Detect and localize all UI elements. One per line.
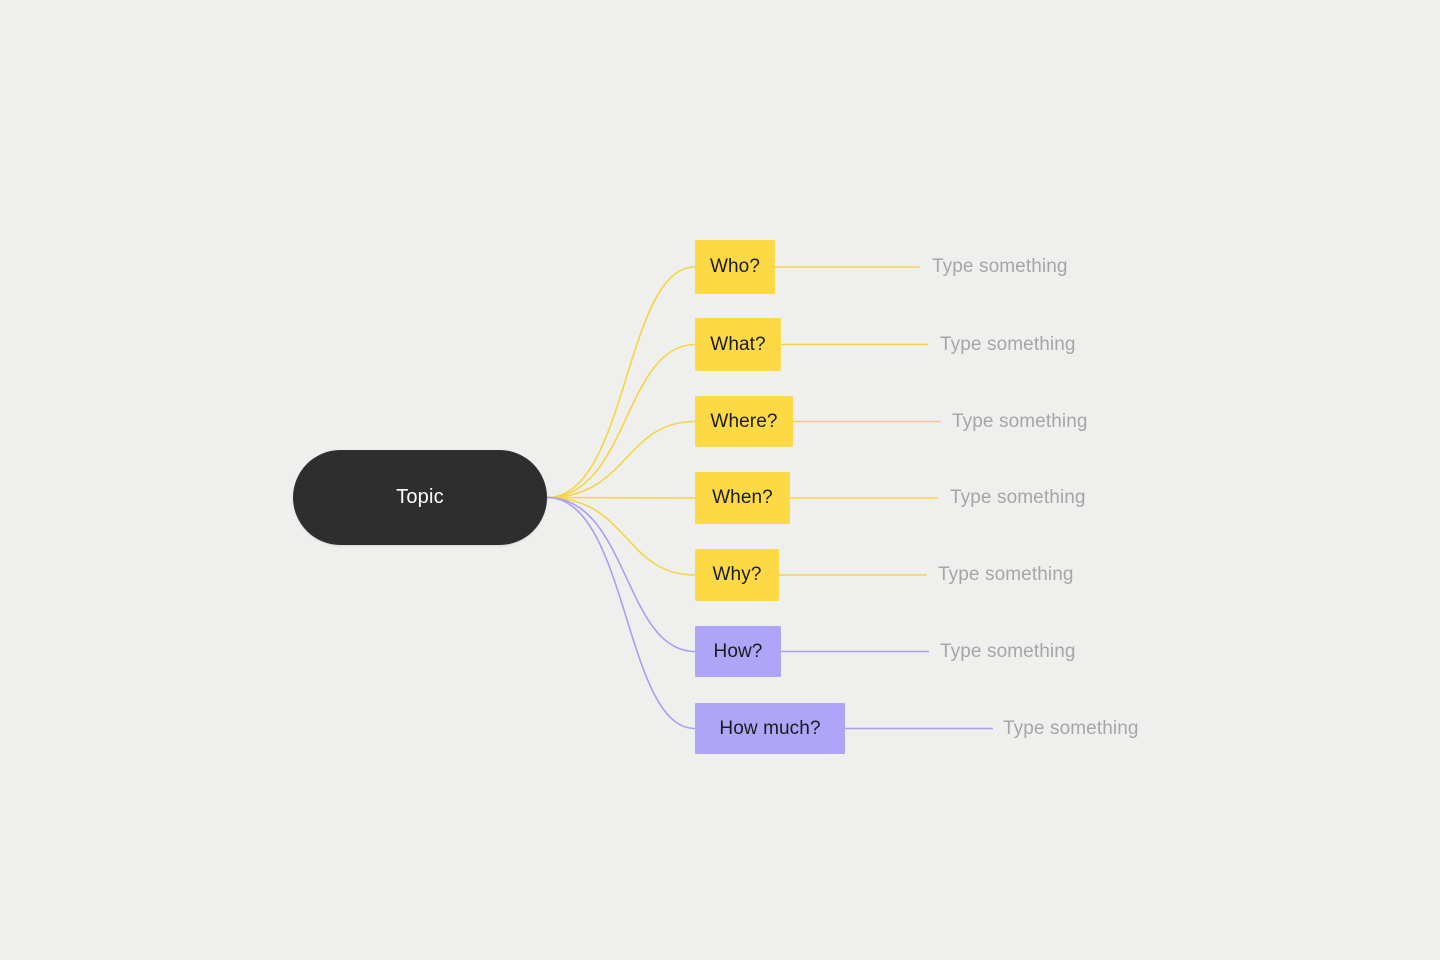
leaf-placeholder-who[interactable]: Type something (932, 256, 1068, 277)
branch-node-how[interactable]: How? (695, 626, 781, 677)
root-node-label: Topic (396, 486, 444, 508)
branch-node-where[interactable]: Where? (695, 396, 793, 447)
branch-node-label: What? (710, 333, 766, 355)
branch-node-label: Where? (710, 410, 778, 432)
branch-node-why[interactable]: Why? (695, 549, 779, 601)
leaf-placeholder-how[interactable]: Type something (940, 640, 1076, 662)
branch-node-when[interactable]: When? (695, 472, 790, 524)
edge-root-to-where (546, 420, 696, 499)
branch-node-label: Who? (709, 256, 761, 277)
branch-node-label: How? (713, 640, 763, 662)
branch-node-what[interactable]: What? (695, 318, 781, 371)
leaf-placeholder-why[interactable]: Type something (938, 564, 1074, 585)
edge-root-to-why (546, 496, 696, 576)
branch-node-label: When? (712, 487, 773, 508)
edge-root-to-who (546, 266, 696, 499)
branch-node-label: Why? (712, 564, 762, 585)
leaf-placeholder-what[interactable]: Type something (940, 333, 1076, 355)
root-node-topic[interactable]: Topic (293, 450, 547, 545)
edge-root-to-how (546, 496, 696, 653)
branch-node-how-much[interactable]: How much? (695, 703, 845, 754)
branch-node-who[interactable]: Who? (695, 240, 775, 294)
leaf-placeholder-where[interactable]: Type something (952, 410, 1088, 432)
branch-node-label: How much? (719, 717, 821, 739)
edge-root-to-what (546, 343, 696, 499)
leaf-placeholder-when[interactable]: Type something (950, 487, 1086, 508)
leaf-placeholder-how-much[interactable]: Type something (1003, 717, 1139, 739)
edge-root-to-how-much (546, 496, 696, 730)
edge-root-to-when (546, 496, 696, 499)
